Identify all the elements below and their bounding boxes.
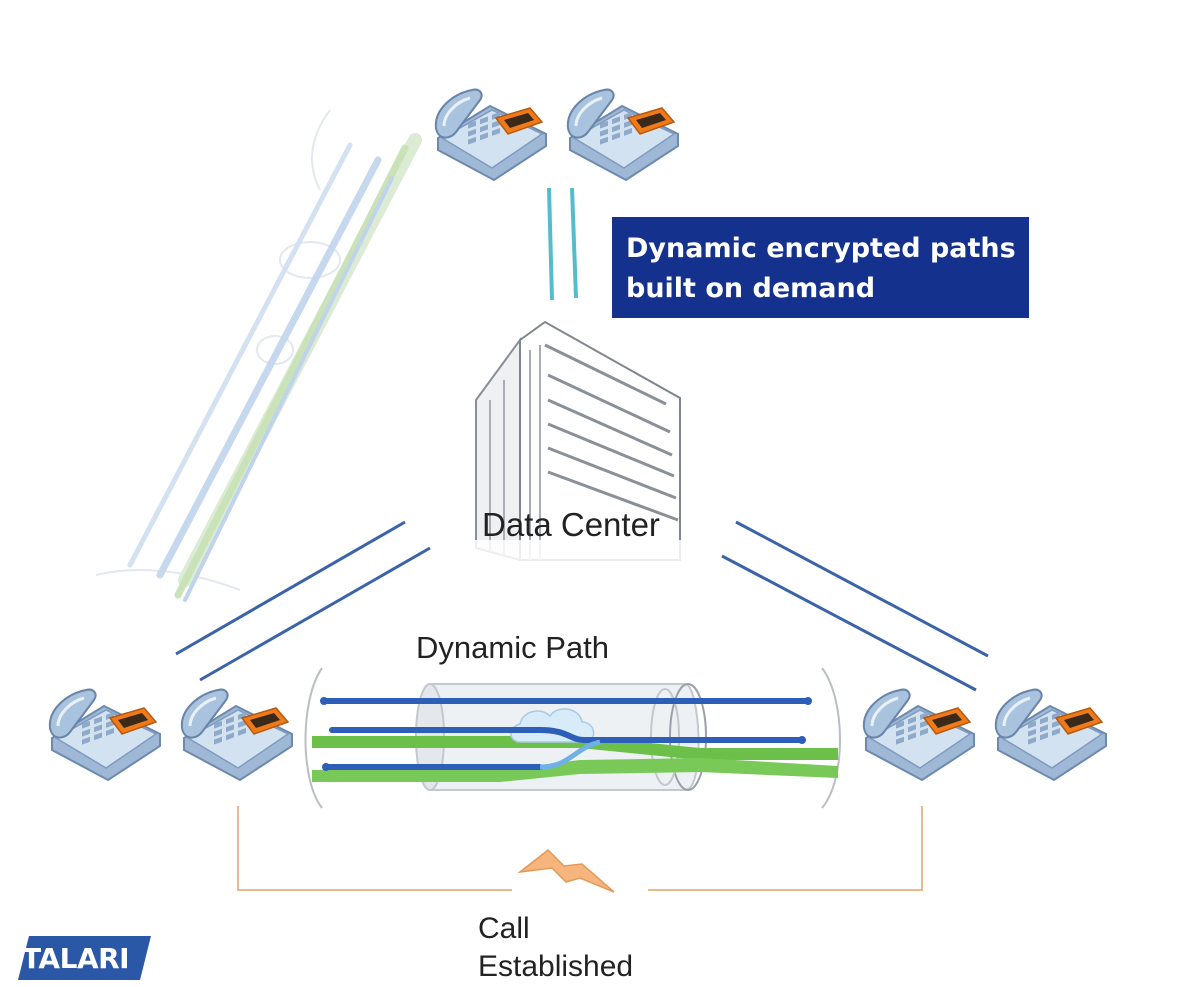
callout-line-2: built on demand: [626, 273, 876, 304]
upper-left-path-bundle: [127, 133, 422, 602]
desk-phone-icon: [48, 688, 162, 782]
call-label-line-1: Call: [478, 912, 530, 945]
encrypted-path-top: [547, 187, 578, 301]
desk-phone-icon: [180, 688, 294, 782]
data-center-links: [175, 520, 989, 692]
dynamic-path-label: Dynamic Path: [416, 630, 609, 665]
lightning-icon: [517, 848, 615, 893]
encrypted-paths-callout: Dynamic encrypted paths built on demand: [612, 217, 1029, 318]
desk-phone-icon: [994, 688, 1108, 782]
desk-phone-icon: [566, 88, 680, 182]
call-established-connector: [237, 806, 923, 891]
call-established-label: Call Established: [478, 910, 633, 986]
talari-logo-text: TALARI: [22, 942, 130, 975]
desk-phone-icon: [434, 88, 548, 182]
faint-background-paths: [95, 109, 341, 591]
dynamic-path-tunnel: [304, 667, 841, 809]
desk-phone-icon: [862, 688, 976, 782]
data-center-building-icon: [470, 320, 690, 590]
callout-line-1: Dynamic encrypted paths: [626, 233, 1016, 264]
call-label-line-2: Established: [478, 950, 634, 983]
data-center-label: Data Center: [482, 506, 660, 543]
